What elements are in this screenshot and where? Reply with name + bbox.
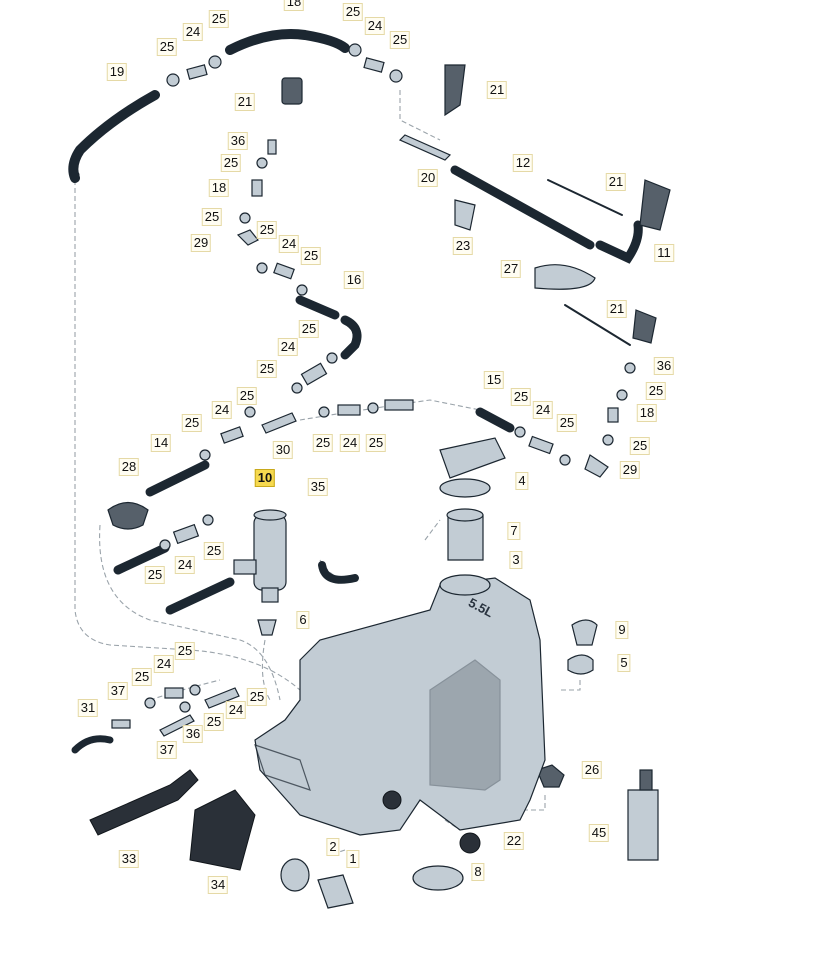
callout-25[interactable]: 25	[645, 382, 667, 400]
callout-2[interactable]: 2	[326, 838, 340, 856]
callout-37[interactable]: 37	[156, 741, 178, 759]
callout-30[interactable]: 30	[272, 441, 294, 459]
callout-23[interactable]: 23	[452, 237, 474, 255]
callout-20[interactable]: 20	[417, 169, 439, 187]
callout-25[interactable]: 25	[201, 208, 223, 226]
callout-25[interactable]: 25	[256, 360, 278, 378]
callout-7[interactable]: 7	[507, 522, 521, 540]
callout-12[interactable]: 12	[512, 154, 534, 172]
callout-36[interactable]: 36	[227, 132, 249, 150]
callout-9[interactable]: 9	[615, 621, 629, 639]
callout-29[interactable]: 29	[619, 461, 641, 479]
connectors	[89, 43, 671, 909]
callout-27[interactable]: 27	[500, 260, 522, 278]
callout-25[interactable]: 25	[236, 387, 258, 405]
callout-16[interactable]: 16	[343, 271, 365, 289]
callout-36[interactable]: 36	[653, 357, 675, 375]
callout-18[interactable]: 18	[208, 179, 230, 197]
callout-28[interactable]: 28	[118, 458, 140, 476]
callout-25[interactable]: 25	[156, 38, 178, 56]
callout-25[interactable]: 25	[203, 542, 225, 560]
callout-37[interactable]: 37	[107, 682, 129, 700]
callout-25[interactable]: 25	[365, 434, 387, 452]
callout-25[interactable]: 25	[208, 10, 230, 28]
callout-25[interactable]: 25	[203, 713, 225, 731]
callout-10-highlighted[interactable]: 10	[254, 469, 276, 487]
callout-21[interactable]: 21	[234, 93, 256, 111]
callout-35[interactable]: 35	[307, 478, 329, 496]
callout-21[interactable]: 21	[605, 173, 627, 191]
callout-15[interactable]: 15	[483, 371, 505, 389]
callout-19[interactable]: 19	[106, 63, 128, 81]
callout-24[interactable]: 24	[153, 655, 175, 673]
callout-5[interactable]: 5	[617, 654, 631, 672]
callout-1[interactable]: 1	[346, 850, 360, 868]
callout-24[interactable]: 24	[225, 701, 247, 719]
callout-21[interactable]: 21	[486, 81, 508, 99]
callout-6[interactable]: 6	[296, 611, 310, 629]
callout-21[interactable]: 21	[606, 300, 628, 318]
callout-24[interactable]: 24	[174, 556, 196, 574]
callout-25[interactable]: 25	[220, 154, 242, 172]
washer-pump	[233, 509, 287, 603]
callout-14[interactable]: 14	[150, 434, 172, 452]
callout-25[interactable]: 25	[342, 3, 364, 21]
callout-24[interactable]: 24	[182, 23, 204, 41]
callout-3[interactable]: 3	[509, 551, 523, 569]
callout-25[interactable]: 25	[389, 31, 411, 49]
washer-reservoir	[254, 574, 546, 836]
hose-lines	[68, 29, 643, 754]
callout-25[interactable]: 25	[298, 320, 320, 338]
callout-24[interactable]: 24	[211, 401, 233, 419]
callout-25[interactable]: 25	[181, 414, 203, 432]
callout-24[interactable]: 24	[278, 235, 300, 253]
callout-24[interactable]: 24	[532, 401, 554, 419]
callout-25[interactable]: 25	[300, 247, 322, 265]
callout-31[interactable]: 31	[77, 699, 99, 717]
callout-4[interactable]: 4	[515, 472, 529, 490]
callout-18-top[interactable]: 18	[283, 0, 305, 11]
callout-25[interactable]: 25	[312, 434, 334, 452]
callout-18[interactable]: 18	[636, 404, 658, 422]
callout-34[interactable]: 34	[207, 876, 229, 894]
callout-25[interactable]: 25	[556, 414, 578, 432]
callout-25[interactable]: 25	[131, 668, 153, 686]
callout-24[interactable]: 24	[339, 434, 361, 452]
callout-24[interactable]: 24	[364, 17, 386, 35]
callout-8[interactable]: 8	[471, 863, 485, 881]
callout-22[interactable]: 22	[503, 832, 525, 850]
callout-24[interactable]: 24	[277, 338, 299, 356]
callout-25[interactable]: 25	[256, 221, 278, 239]
callout-25[interactable]: 25	[144, 566, 166, 584]
callout-25[interactable]: 25	[246, 688, 268, 706]
callout-36[interactable]: 36	[182, 725, 204, 743]
callout-25[interactable]: 25	[629, 437, 651, 455]
callout-11[interactable]: 11	[654, 244, 674, 262]
callout-45[interactable]: 45	[588, 824, 610, 842]
callout-26[interactable]: 26	[581, 761, 603, 779]
callout-25[interactable]: 25	[174, 642, 196, 660]
callout-29[interactable]: 29	[190, 234, 212, 252]
callout-33[interactable]: 33	[118, 850, 140, 868]
callout-25[interactable]: 25	[510, 388, 532, 406]
